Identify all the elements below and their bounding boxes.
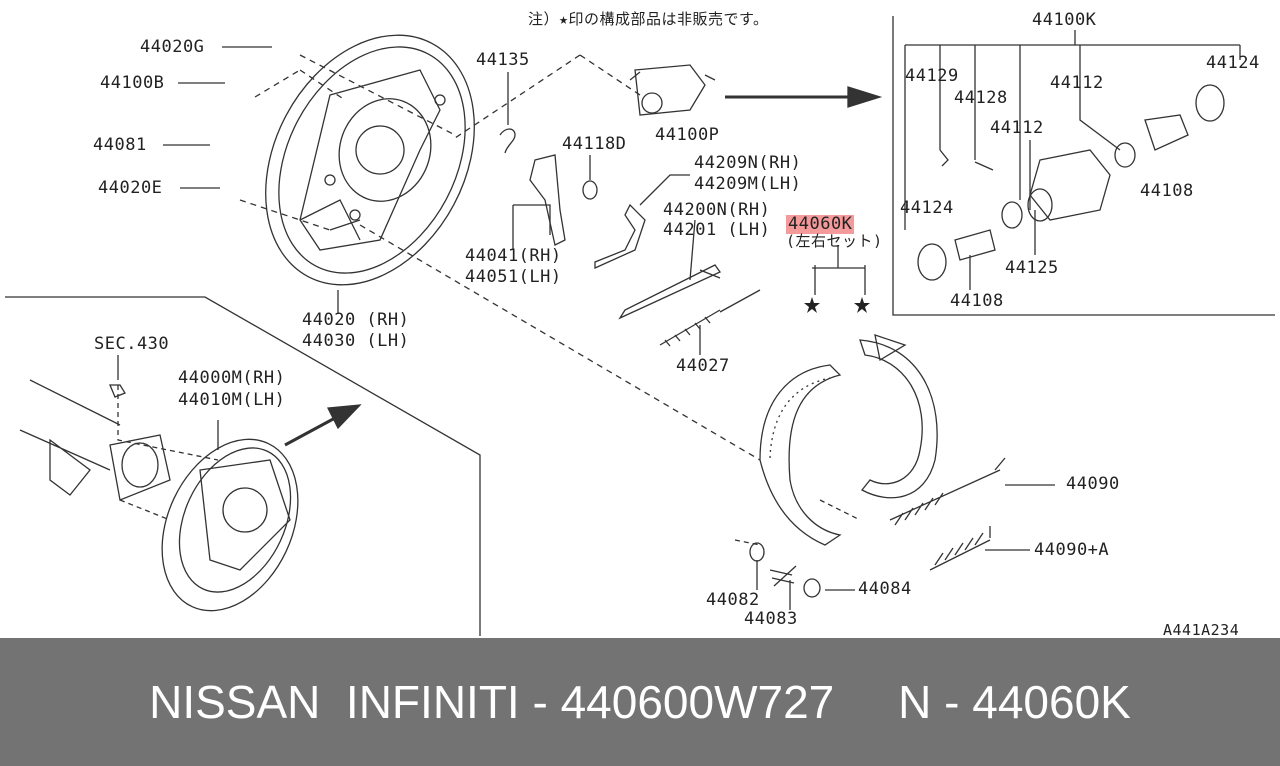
callout-44083: 44083	[744, 609, 798, 629]
callout-44124-left: 44124	[900, 198, 954, 218]
callout-44020-rh: 44020 (RH)	[302, 310, 410, 330]
callout-44020g: 44020G	[140, 37, 205, 57]
callout-44112-top: 44112	[1050, 73, 1104, 93]
footer-caption: NISSAN INFINITI - 440600W727 N - 44060K	[0, 638, 1280, 766]
callout-44090a: 44090+A	[1034, 540, 1110, 560]
callout-44124-top: 44124	[1206, 53, 1260, 73]
callout-44100k: 44100K	[1032, 10, 1097, 30]
figure-code: A441A234	[1163, 621, 1240, 639]
callout-44060k-set-note: (左右セット)	[786, 232, 883, 250]
callout-44129: 44129	[905, 66, 959, 86]
callout-44209m: 44209M(LH)	[694, 174, 802, 194]
callout-44090: 44090	[1066, 474, 1120, 494]
callout-44209n: 44209N(RH)	[694, 153, 802, 173]
callout-44027: 44027	[676, 356, 730, 376]
callout-44100b: 44100B	[100, 73, 165, 93]
callout-44100p: 44100P	[655, 125, 720, 145]
callout-44081: 44081	[93, 135, 147, 155]
callout-44112-mid: 44112	[990, 118, 1044, 138]
callout-44108-bottom: 44108	[950, 291, 1004, 311]
footer-separator: -	[519, 676, 561, 728]
callout-44060k-highlighted: 44060K	[786, 214, 855, 234]
footer-separator-ref: N -	[834, 676, 973, 728]
callout-44200n: 44200N(RH)	[663, 200, 771, 220]
callout-44201: 44201 (LH)	[663, 220, 771, 240]
footer-bar: NISSAN INFINITI - 440600W727 N - 44060K	[0, 638, 1280, 766]
callout-44041: 44041(RH)	[465, 246, 562, 266]
callout-44084: 44084	[858, 579, 912, 599]
parts-diagram: 注）★印の構成部品は非販売です。 44020G 44100B 44081 440…	[5, 10, 1275, 639]
callout-44051: 44051(LH)	[465, 267, 562, 287]
footer-part-number: 440600W727	[560, 676, 835, 728]
callout-sec430: SEC.430	[94, 334, 170, 354]
note-nonsale: 注）★印の構成部品は非販売です。	[528, 10, 769, 28]
footer-ref-number: 44060K	[972, 676, 1131, 728]
footer-brand: NISSAN INFINITI	[149, 676, 520, 728]
callout-44020e: 44020E	[98, 178, 163, 198]
callout-44082: 44082	[706, 590, 760, 610]
callout-44108-right: 44108	[1140, 181, 1194, 201]
diagram-drawing	[5, 16, 1275, 636]
callout-44128: 44128	[954, 88, 1008, 108]
callout-44010m: 44010M(LH)	[178, 390, 286, 410]
callout-44000m: 44000M(RH)	[178, 368, 286, 388]
callout-44135: 44135	[476, 50, 530, 70]
callout-44030-lh: 44030 (LH)	[302, 331, 410, 351]
callout-44118d: 44118D	[562, 134, 627, 154]
callout-44125: 44125	[1005, 258, 1059, 278]
